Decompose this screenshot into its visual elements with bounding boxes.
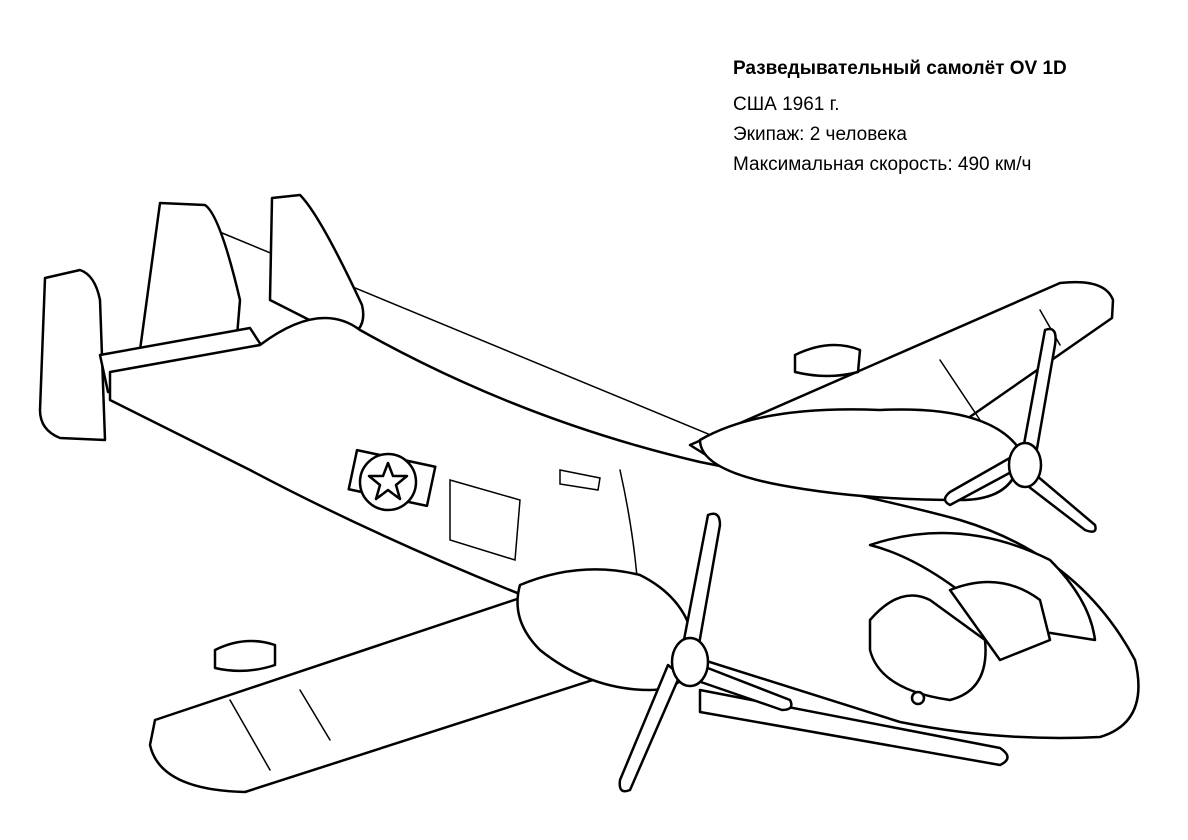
caption-crew: Экипаж: 2 человека	[733, 124, 907, 145]
caption: Разведывательный самолёт OV 1D США 1961 …	[733, 58, 1067, 180]
near-wingtip-pod	[213, 639, 277, 673]
caption-max-speed: Максимальная скорость: 490 км/ч	[733, 154, 1032, 175]
caption-country-year: США 1961 г.	[733, 94, 840, 115]
center-fin	[138, 201, 242, 362]
star-roundel-icon	[347, 448, 437, 512]
near-propeller	[618, 512, 793, 793]
near-wing	[148, 596, 657, 794]
far-wingtip-pod	[793, 343, 862, 378]
right-fin	[268, 193, 365, 340]
caption-title: Разведывательный самолёт OV 1D	[733, 58, 1067, 79]
far-engine-nacelle	[698, 408, 1022, 502]
cockpit	[868, 531, 1097, 706]
left-fin	[38, 268, 107, 442]
far-propeller	[943, 327, 1097, 533]
